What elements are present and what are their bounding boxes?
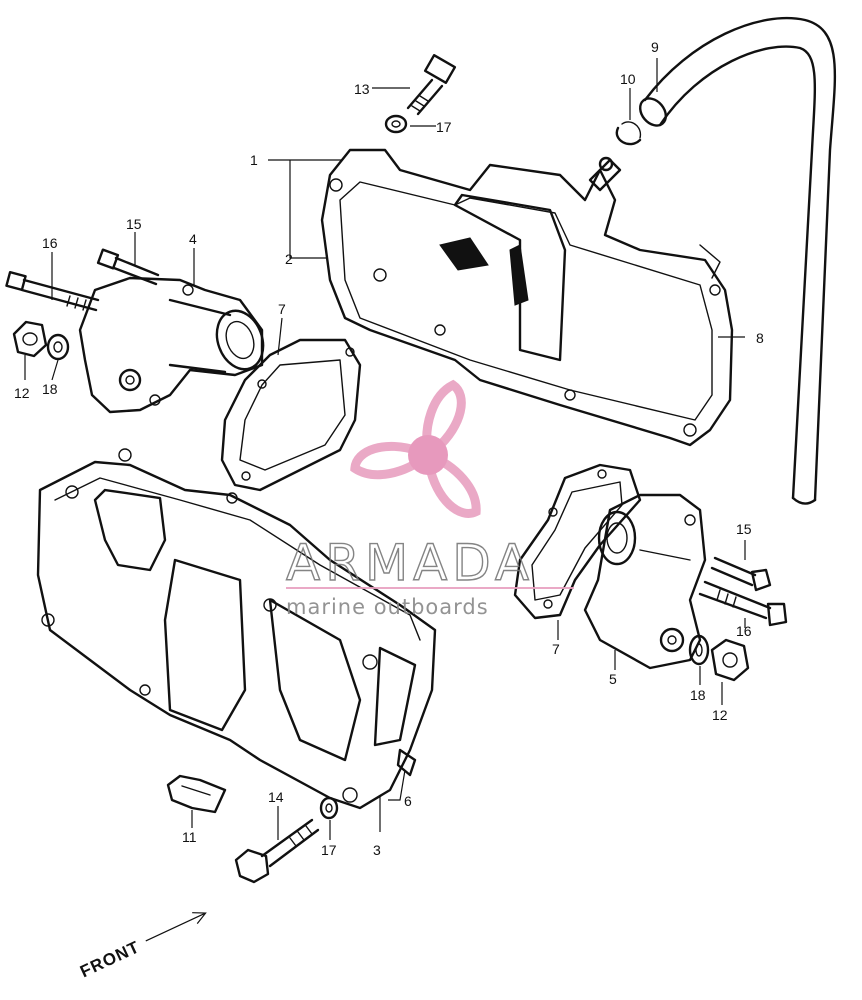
callout-15-left: 15 [126,216,142,232]
callout-6: 6 [404,793,412,809]
callout-10: 10 [620,71,636,87]
hose-clamp [615,121,642,146]
callout-18-right: 18 [690,687,706,703]
callout-15-right: 15 [736,521,752,537]
callout-16-right: 16 [736,623,752,639]
cylinder-head-cover [36,448,437,810]
washer-bottom [319,796,339,820]
callout-14: 14 [268,789,284,805]
callout-13: 13 [354,81,370,97]
left-elbow-housing [78,276,265,414]
bolt-right-long [698,580,788,627]
breather-hose [638,16,837,505]
propeller-icon [350,379,481,518]
bolt-left-short [96,248,160,286]
callout-12-right: 12 [712,707,728,723]
callout-7-right: 7 [552,641,560,657]
right-elbow-housing [583,493,707,670]
front-label: FRONT [77,937,143,981]
left-housing-gasket [220,338,362,492]
bolt-top [406,54,457,116]
watermark-title: ARMADA [286,534,534,592]
clip [166,774,227,814]
bolt-right-short [710,556,772,592]
callout-8: 8 [756,330,764,346]
bolt-left-long [5,270,100,312]
callout-17-top: 17 [436,119,452,135]
front-arrow-icon [145,912,207,942]
leader-lines [24,58,746,840]
callout-11: 11 [182,829,197,845]
bolt-bottom [234,818,320,884]
callout-1: 1 [250,152,258,168]
nut-right [710,638,750,682]
callout-2: 2 [285,251,293,267]
watermark: ARMADA marine outboards [285,379,574,619]
callout-labels: 1 2 3 4 5 6 7 7 8 9 10 11 12 12 13 14 15… [14,39,764,858]
callout-9: 9 [651,39,659,55]
watermark-subtitle: marine outboards [286,595,489,619]
callout-12-left: 12 [14,385,30,401]
callout-4: 4 [189,231,197,247]
right-housing-gasket [513,463,642,620]
front-direction-indicator: FRONT [77,912,207,981]
washer-left [46,333,70,361]
washer-top [384,114,408,134]
callout-16-left: 16 [42,235,58,251]
washer-right [688,634,710,666]
callout-5: 5 [609,671,617,687]
callout-18-left: 18 [42,381,58,397]
nut-left [12,320,48,358]
callout-7-left: 7 [278,301,286,317]
callout-3: 3 [373,842,381,858]
callout-17-bottom: 17 [321,842,337,858]
breather-cover-assembly [320,148,734,447]
